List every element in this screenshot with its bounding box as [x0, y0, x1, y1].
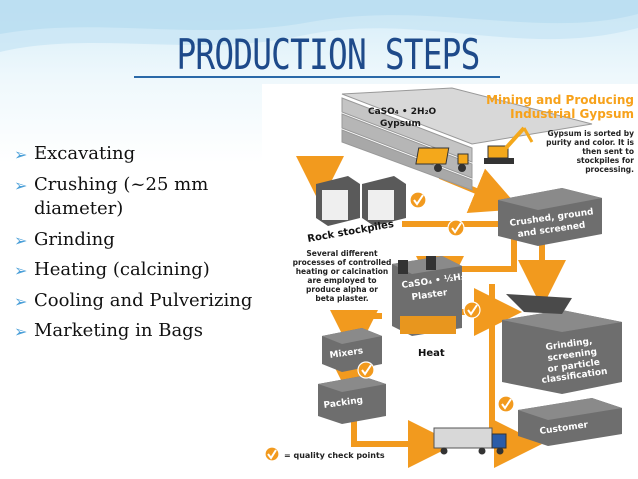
title-underline — [134, 76, 500, 78]
calcination-note: Several different processes of controlle… — [293, 249, 392, 303]
heat-label: Heat — [418, 348, 445, 359]
list-item: ➢ Grinding — [12, 228, 312, 253]
quality-check-marks — [264, 191, 515, 462]
note-line: heating or calcination — [296, 267, 389, 276]
bullet-text: Heating (calcining) — [34, 259, 210, 280]
list-item: ➢ Cooling and Pulverizing — [12, 289, 312, 314]
note-line: beta plaster. — [315, 294, 368, 303]
arrow-bullet-icon: ➢ — [14, 261, 28, 280]
diagram-header-line2: Industrial Gypsum — [510, 107, 634, 121]
bullet-text: Grinding — [34, 228, 115, 250]
rock-stockpiles-label: Rock stockpiles — [307, 219, 395, 245]
note-line: are employed to — [307, 276, 376, 285]
process-diagram-svg: CaSO₄ • 2H₂O Gypsum Mining and Producing… — [264, 87, 635, 468]
excavator-icon — [484, 126, 534, 164]
note-line: processes of controlled — [293, 258, 392, 267]
note-line: processing. — [585, 165, 634, 174]
crushed-box — [498, 188, 602, 246]
bullet-list: ➢ Excavating ➢ Crushing (~25 mm diameter) ➢… — [12, 142, 312, 350]
note-line: then sent to — [582, 147, 634, 156]
arrow-bullet-icon: ➢ — [14, 322, 28, 341]
note-line: produce alpha or — [306, 285, 378, 294]
legend-label: = quality check points — [284, 451, 385, 460]
grinding-box — [502, 294, 622, 394]
page-title: PRODUCTION STEPS — [176, 30, 480, 79]
bullet-text: Excavating — [34, 143, 136, 164]
gypsum-label: Gypsum — [380, 119, 421, 129]
bullet-text: Marketing in Bags — [34, 320, 203, 341]
arrow-bullet-icon: ➢ — [14, 291, 28, 311]
note-line: Gypsum is sorted by — [547, 129, 634, 138]
note-line: Several different — [306, 249, 378, 258]
list-item: ➢ Marketing in Bags — [12, 319, 312, 344]
note-line: stockpiles for — [577, 156, 635, 165]
mixers-label: Mixers — [329, 346, 364, 361]
arrow-bullet-icon: ➢ — [14, 230, 28, 250]
bullet-text: Crushing (~25 mm — [34, 173, 209, 195]
bullet-text: Cooling and Pulverizing — [34, 289, 253, 311]
delivery-truck-icon — [433, 427, 507, 455]
arrow-bullet-icon: ➢ — [14, 175, 28, 195]
sorted-note: Gypsum is sorted by purity and color. It… — [546, 129, 634, 174]
plaster-kiln — [392, 256, 462, 336]
bullet-text-continued: diameter) — [34, 198, 124, 219]
check-icon — [267, 194, 512, 460]
arrow-bullet-icon: ➢ — [14, 145, 28, 164]
gypsum-process-diagram: CaSO₄ • 2H₂O Gypsum Mining and Producing… — [262, 84, 638, 479]
list-item: ➢ Crushing (~25 mm diameter) — [12, 173, 312, 222]
customer-box — [518, 398, 622, 446]
wave-background — [0, 0, 638, 52]
diagram-header-line1: Mining and Producing — [486, 93, 634, 107]
list-item: ➢ Excavating — [12, 142, 312, 167]
gypsum-formula: CaSO₄ • 2H₂O — [368, 107, 437, 117]
rock-stockpile-bins — [316, 176, 406, 226]
dump-truck-icon — [415, 147, 469, 172]
packing-box — [318, 376, 386, 424]
note-line: purity and color. It is — [546, 138, 634, 147]
list-item: ➢ Heating (calcining) — [12, 258, 312, 283]
mixers-box — [322, 328, 382, 372]
